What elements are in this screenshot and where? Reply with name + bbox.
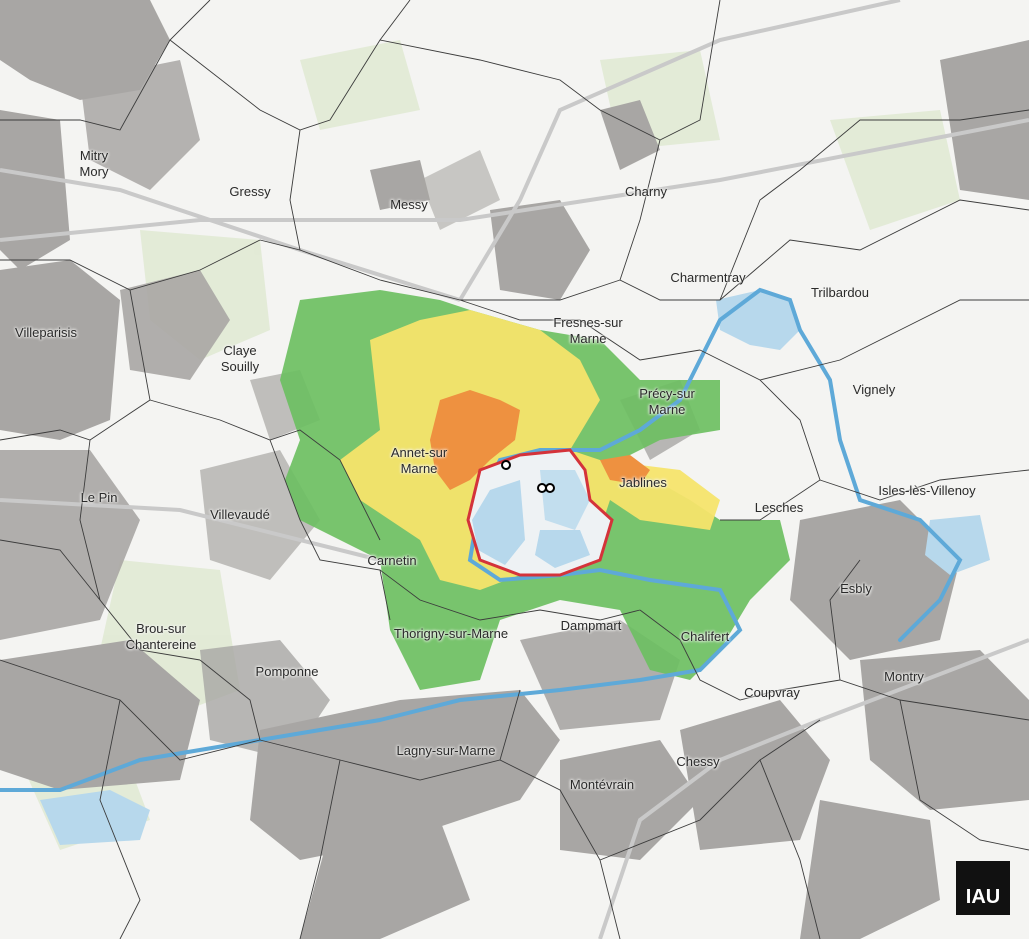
label-thorigny-sur-marne: Thorigny-sur-Marne: [393, 626, 509, 641]
label-chalifert: Chalifert: [680, 629, 730, 644]
label-dampmart: Dampmart: [560, 618, 622, 633]
label-jablines: Jablines: [619, 475, 667, 490]
label-annet-sur-marne: Annet-sur Marne: [390, 445, 448, 476]
label-villeparisis: Villeparisis: [15, 325, 77, 340]
label-lesches: Lesches: [754, 500, 804, 515]
label-pomponne: Pomponne: [255, 664, 319, 679]
label-charny: Charny: [625, 184, 667, 199]
label-montry: Montry: [884, 669, 924, 684]
zone-yellow: [340, 310, 720, 590]
label-lagny-sur-marne: Lagny-sur-Marne: [396, 743, 496, 758]
label-coupvray: Coupvray: [744, 685, 800, 700]
label-esbly: Esbly: [840, 581, 872, 596]
label-villevaude: Villevaudé: [210, 507, 270, 522]
label-montevrain: Montévrain: [569, 777, 635, 792]
label-chessy: Chessy: [676, 754, 720, 769]
label-carnetin: Carnetin: [367, 553, 417, 568]
label-gressy: Gressy: [229, 184, 271, 199]
label-trilbardou: Trilbardou: [810, 285, 870, 300]
label-claye-souilly: Claye Souilly: [220, 343, 260, 374]
label-brou-sur-chantereine: Brou-sur Chantereine: [125, 621, 197, 652]
label-messy: Messy: [390, 197, 428, 212]
site-marker-3: [545, 483, 555, 493]
site-boundary: [466, 448, 614, 577]
label-charmentray: Charmentray: [670, 270, 746, 285]
iau-logo: IAU: [956, 861, 1010, 915]
label-isles-les-villenoy: Isles-lès-Villenoy: [878, 483, 976, 498]
label-fresnes-sur-marne: Fresnes-sur Marne: [553, 315, 623, 346]
site-marker-1: [501, 460, 511, 470]
label-le-pin: Le Pin: [80, 490, 118, 505]
label-mitry-mory: Mitry Mory: [79, 148, 109, 179]
label-precy-sur-marne: Précy-sur Marne: [639, 386, 695, 417]
leisure-site: [466, 448, 614, 577]
site-marker-2: [537, 483, 547, 493]
label-vignely: Vignely: [852, 382, 896, 397]
